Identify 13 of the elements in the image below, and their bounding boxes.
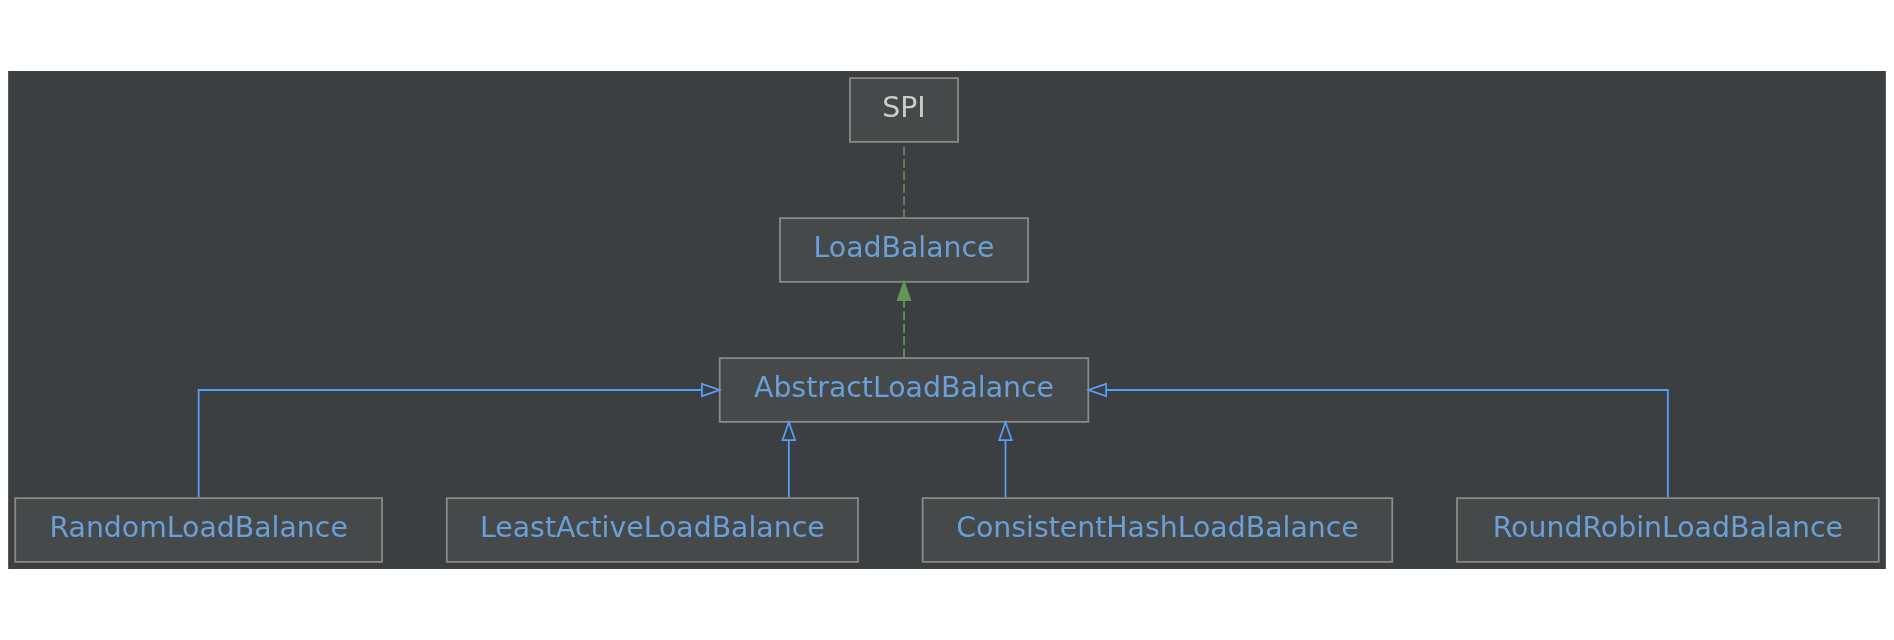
node-box: LeastActiveLoadBalance — [445, 497, 859, 563]
arrow — [197, 382, 723, 499]
arrow — [1085, 382, 1669, 499]
node-box: ConsistentHashLoadBalance — [921, 497, 1394, 563]
node-box: SPI — [849, 77, 959, 143]
node-box: RoundRobinLoadBalance — [1456, 497, 1880, 563]
arrow — [896, 279, 912, 359]
arrow — [998, 419, 1013, 499]
arrow — [781, 419, 797, 499]
node-box: RandomLoadBalance — [14, 497, 383, 563]
node-box: AbstractLoadBalance — [718, 357, 1090, 423]
connector — [903, 141, 905, 219]
node-box: LoadBalance — [779, 217, 1029, 283]
